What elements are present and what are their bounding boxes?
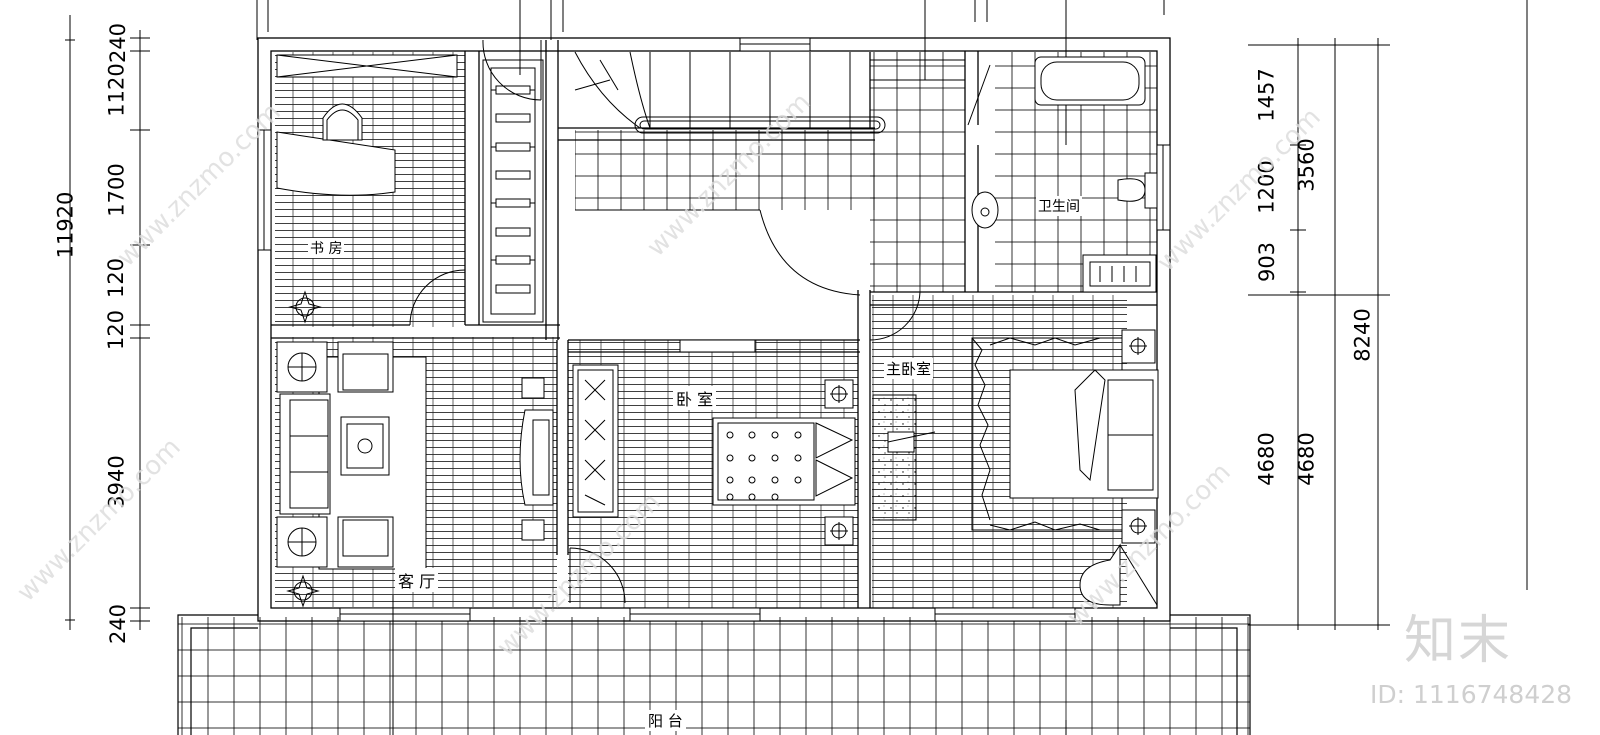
windows [257, 37, 1171, 622]
bedroom-furniture [572, 364, 856, 546]
dim-right-8240: 8240 [1350, 308, 1375, 362]
room-label-balcony: 阳 台 [645, 710, 686, 731]
balcony-leaders [392, 595, 1067, 735]
bathroom-fixtures [967, 56, 1158, 293]
dim-right-4680b: 4680 [1294, 432, 1319, 486]
watermark-id: ID: 1116748428 [1370, 680, 1573, 709]
dimension-lines-left [65, 15, 150, 630]
dim-left-240-bottom: 240 [106, 603, 131, 645]
room-label-bedroom: 卧 室 [673, 386, 717, 410]
dim-left-1700: 1700 [104, 163, 129, 217]
master-bedroom-furniture [869, 291, 1159, 606]
study-furniture [276, 54, 466, 326]
dim-left-total: 11920 [53, 191, 78, 259]
corridor-rungs [482, 39, 544, 323]
dim-left-120b: 120 [104, 309, 129, 351]
dim-right-4680a: 4680 [1254, 432, 1279, 486]
room-label-study: 书 房 [308, 238, 345, 258]
dimension-lines-right [1248, 38, 1390, 630]
dim-left-1120: 1120 [104, 63, 129, 117]
dim-left-240-top: 240 [106, 22, 131, 64]
dim-right-1457: 1457 [1254, 68, 1279, 122]
dim-right-903: 903 [1255, 241, 1280, 283]
watermark-logo: 知末 [1404, 611, 1513, 671]
living-furniture [276, 341, 626, 608]
room-label-master-bedroom: 主卧室 [884, 358, 934, 379]
room-label-bathroom: 卫生间 [1036, 196, 1082, 216]
staircase [574, 51, 965, 296]
room-label-living: 客 厅 [395, 568, 439, 592]
balcony [177, 614, 1251, 735]
